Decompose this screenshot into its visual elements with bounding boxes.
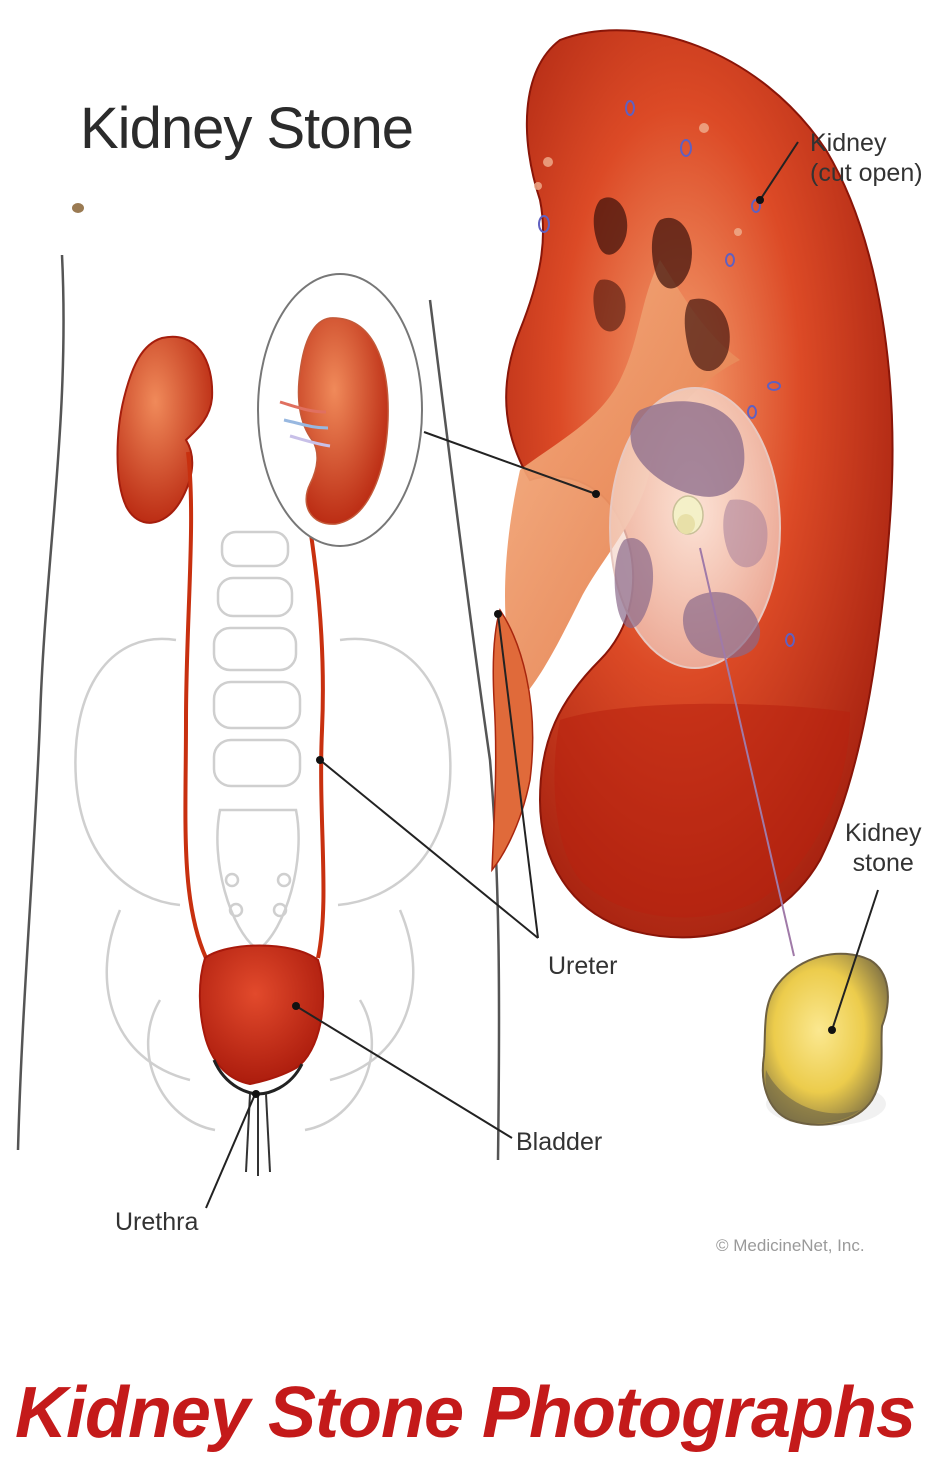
- label-urethra: Urethra: [115, 1208, 198, 1237]
- label-kidney-cut-open-line2: (cut open): [810, 158, 923, 188]
- diagram-title: Kidney Stone: [80, 96, 413, 163]
- stain-mark: [72, 203, 84, 213]
- magnified-stone-view: [610, 388, 780, 668]
- label-kidney-cut-open-line1: Kidney: [810, 128, 923, 158]
- copyright-credit: © MedicineNet, Inc.: [716, 1236, 865, 1256]
- kidney-stone-photo: [763, 954, 888, 1126]
- bladder-organ: [200, 946, 323, 1085]
- page-caption: Kidney Stone Photographs: [0, 1372, 930, 1455]
- label-kidney-stone: Kidney stone: [845, 818, 921, 878]
- label-ureter: Ureter: [548, 952, 617, 981]
- label-kidney-stone-line1: Kidney: [845, 818, 921, 848]
- left-kidney: [118, 337, 213, 523]
- label-bladder: Bladder: [516, 1128, 602, 1157]
- label-kidney-stone-line2: stone: [845, 848, 921, 878]
- label-kidney-cut-open: Kidney (cut open): [810, 128, 923, 188]
